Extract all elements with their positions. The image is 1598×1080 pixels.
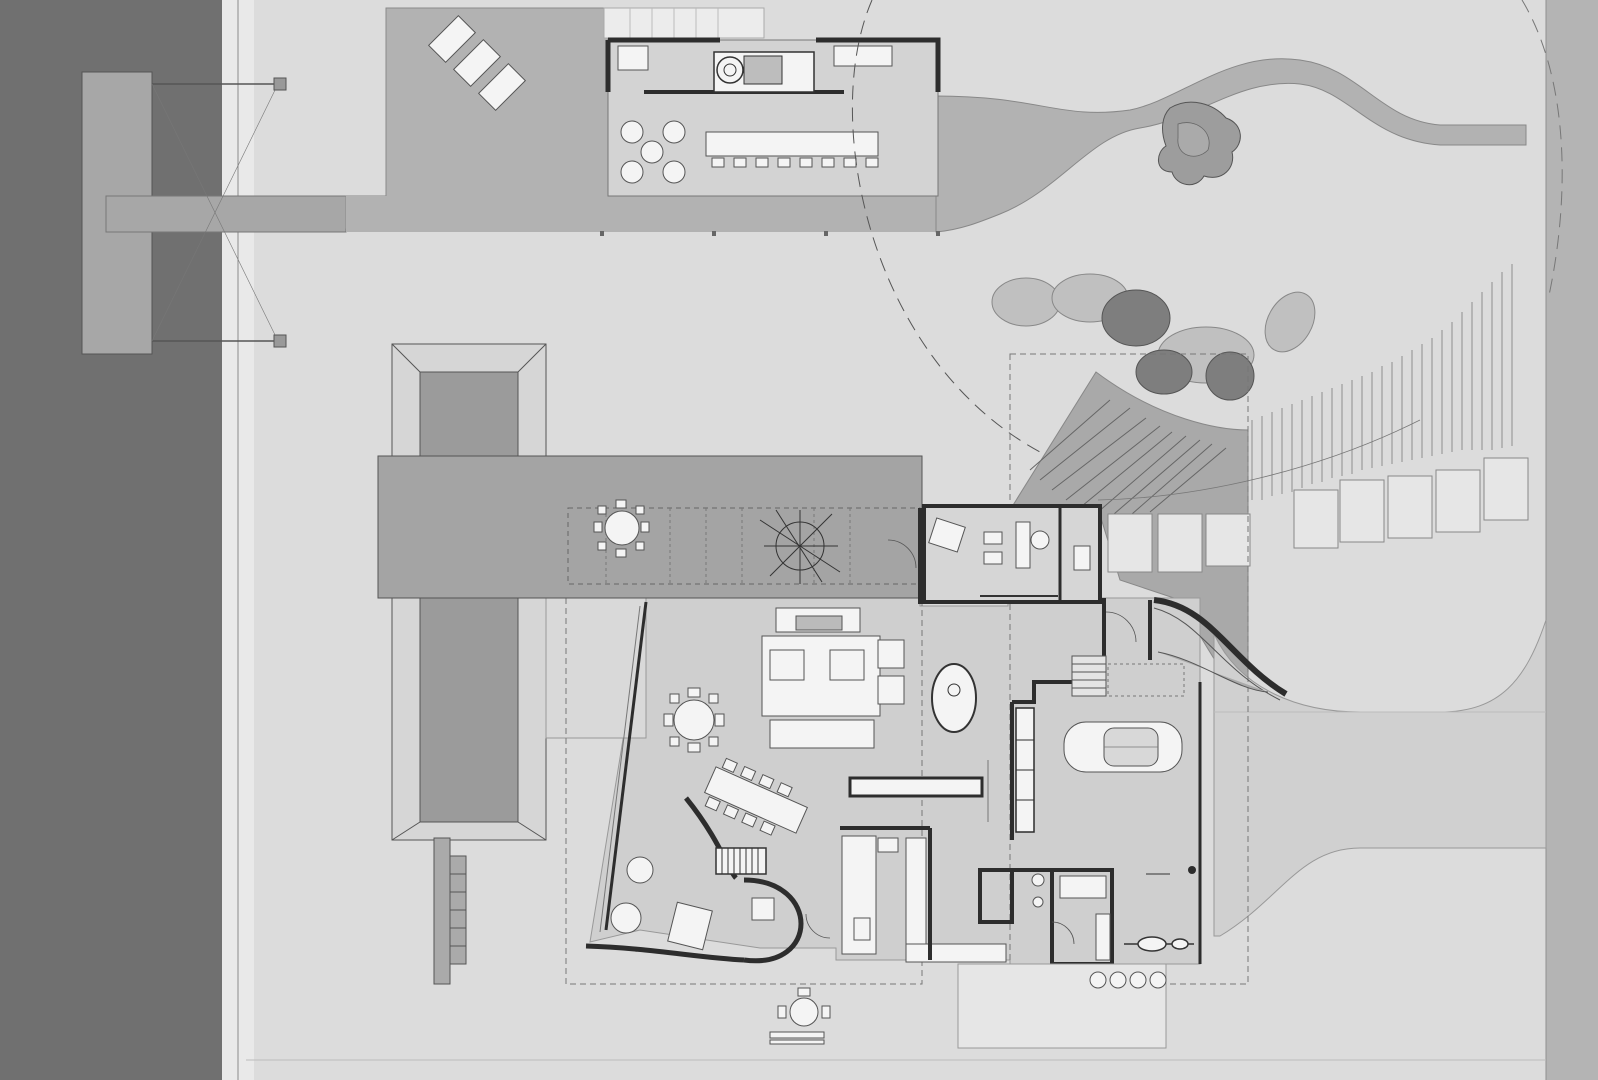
driveway <box>1213 619 1547 937</box>
lake-terrace <box>345 7 1527 236</box>
motorbike-icon <box>1124 936 1194 952</box>
main-house <box>377 353 1288 1049</box>
boat-dock <box>81 71 347 355</box>
car-icon <box>1063 721 1183 773</box>
road-band <box>1546 0 1598 1080</box>
curved-garden-wall <box>1153 597 1288 697</box>
setback-arc <box>851 0 1041 453</box>
courtyard-tree <box>759 509 841 584</box>
setback-arc-right <box>1521 0 1563 301</box>
tree-canopy <box>1158 101 1241 186</box>
garage <box>1010 598 1202 964</box>
lake-pavilion <box>603 7 941 197</box>
